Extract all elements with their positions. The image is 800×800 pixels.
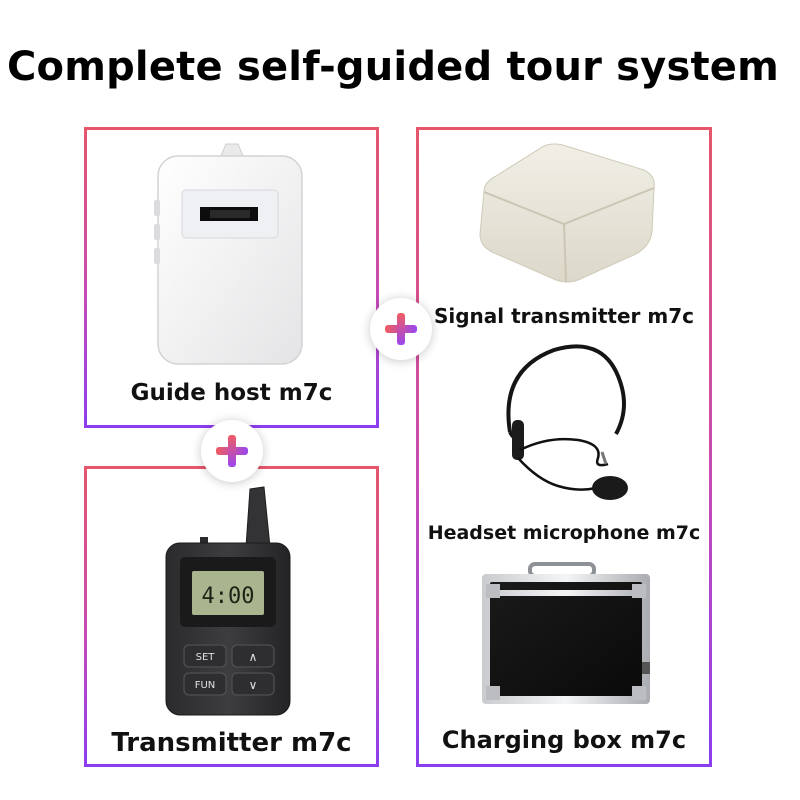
fun-button-label: FUN <box>195 680 216 691</box>
transmitter-device-icon: 4:00 SET ∧ FUN ∨ <box>165 486 291 716</box>
transmitter-display: 4:00 <box>202 584 255 609</box>
headset-microphone-label: Headset microphone m7c <box>427 522 701 544</box>
headset-microphone-icon <box>506 344 628 500</box>
page-title: Complete self-guided tour system <box>6 44 779 90</box>
signal-transmitter-label: Signal transmitter m7c <box>433 304 694 328</box>
up-button-label: ∧ <box>249 650 258 664</box>
signal-box-icon <box>479 143 655 283</box>
charging-case-icon <box>482 562 650 704</box>
set-button-label: SET <box>196 652 216 663</box>
guide-host-label: Guide host m7c <box>130 380 333 406</box>
transmitter-label: Transmitter m7c <box>111 728 352 758</box>
down-button-label: ∨ <box>249 678 258 692</box>
charging-box-label: Charging box m7c <box>441 726 687 754</box>
plus-icon <box>201 420 263 482</box>
plus-icon <box>370 298 432 360</box>
receiver-device-icon <box>154 143 303 365</box>
